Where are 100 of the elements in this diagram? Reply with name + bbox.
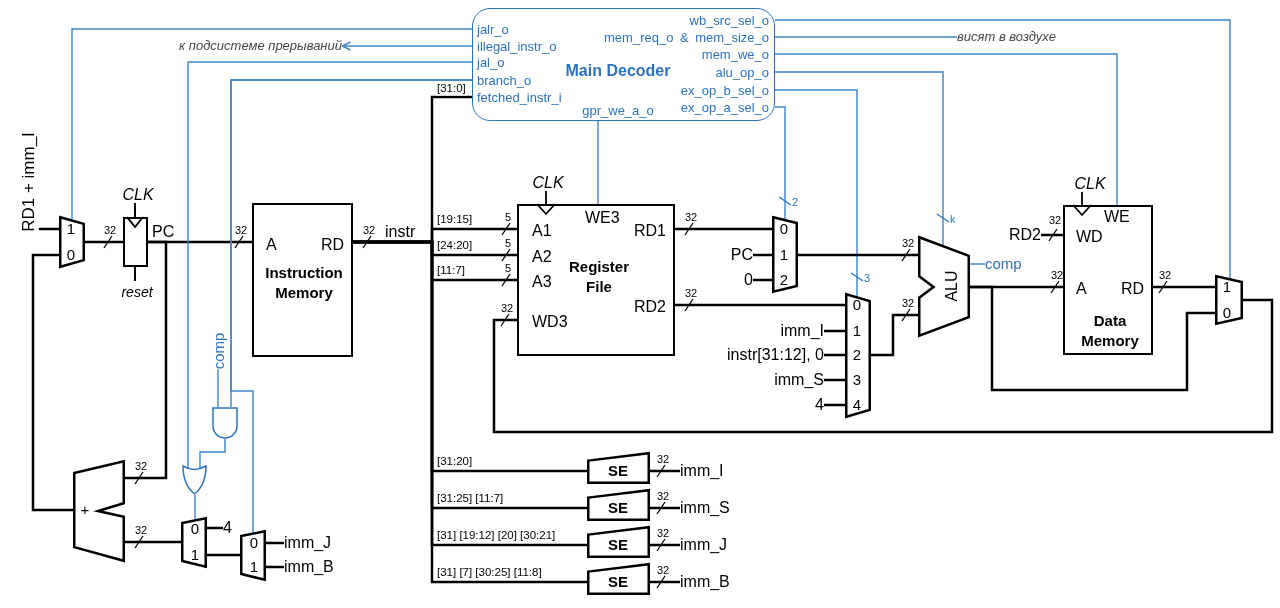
sign-extend-block — [587, 526, 650, 558]
port-label: WE3 — [585, 208, 620, 228]
plus-sign: + — [80, 501, 90, 519]
port-label: ex_op_a_sel_o — [680, 100, 769, 116]
wire — [597, 120, 599, 205]
block-title: SE — [608, 499, 628, 517]
bit-range-label: [31] [7] [30:25] [11:8] — [436, 566, 543, 580]
input-index: 0 — [66, 246, 76, 264]
wire — [85, 240, 123, 244]
port-label: WE — [1104, 207, 1130, 227]
wire — [125, 540, 181, 544]
wire — [217, 368, 219, 408]
clock-label: CLK — [122, 185, 154, 205]
bus-width-label: 32 — [500, 302, 514, 314]
signal-label: reset — [121, 283, 153, 301]
wire — [753, 278, 772, 282]
input-index: 1 — [66, 220, 76, 238]
bus-width-label: 32 — [134, 524, 148, 536]
wire — [650, 506, 680, 510]
port-label: branch_o — [477, 73, 532, 89]
input-index: 0 — [779, 220, 789, 238]
wire — [650, 469, 680, 473]
wire — [1153, 285, 1215, 289]
wire — [774, 36, 958, 38]
block-title: ALU — [942, 270, 961, 302]
port-label: A3 — [532, 272, 552, 292]
input-index: 3 — [852, 371, 862, 389]
bus-width-label: 32 — [1158, 269, 1172, 281]
bus-width-label: 32 — [684, 287, 698, 299]
signal-label: imm_J — [284, 533, 332, 553]
bus-width-label: 5 — [504, 237, 512, 249]
signal-label: imm_J — [680, 535, 728, 555]
input-index: 4 — [852, 396, 862, 414]
signal-label: comp — [985, 255, 1022, 273]
port-label: RD — [320, 235, 344, 255]
input-index: 1 — [249, 558, 259, 576]
bus-width-label: 32 — [656, 527, 670, 539]
bus-width-label: 32 — [901, 297, 915, 309]
arrow — [341, 41, 473, 51]
wire — [675, 303, 845, 307]
port-label: WD3 — [532, 312, 568, 332]
note-text: к подсистеме прерываний — [179, 38, 342, 54]
input-index: 0 — [249, 534, 259, 552]
clock-label: CLK — [1074, 174, 1106, 194]
wire — [125, 240, 168, 480]
wire — [824, 353, 845, 357]
bit-range-label: [31:25] [11:7] — [436, 492, 505, 506]
bus-width-label: 5 — [504, 262, 512, 274]
signal-label: imm_B — [680, 572, 730, 592]
wire — [675, 227, 772, 231]
block-title: Main Decoder — [565, 61, 671, 81]
bus-width-label: 5 — [504, 211, 512, 223]
input-index: 1 — [190, 546, 200, 564]
bit-range-label: [19:15] — [436, 213, 474, 227]
wire — [970, 285, 1215, 392]
wire — [650, 543, 680, 547]
multiplexer — [845, 293, 871, 418]
wire — [969, 263, 986, 265]
bus-width-label: 32 — [656, 453, 670, 465]
wire — [199, 438, 226, 470]
wire — [774, 53, 1118, 206]
input-index: 1 — [852, 322, 862, 340]
bus-width-label: 32 — [1048, 214, 1062, 226]
input-index: 1 — [1222, 278, 1232, 296]
port-label: A — [266, 235, 277, 255]
block-title: SE — [608, 462, 628, 480]
bus-width-label: 32 — [1050, 269, 1064, 281]
port-label: ex_op_b_sel_o — [680, 83, 769, 99]
bus-width-label: 32 — [656, 564, 670, 576]
wire — [38, 227, 59, 231]
signal-label: imm_S — [680, 498, 730, 518]
wire — [194, 494, 196, 520]
port-label: RD1 — [634, 221, 666, 241]
port-label: alu_op_o — [715, 65, 769, 81]
signal-label: imm_B — [284, 557, 334, 577]
bus-width-label: 32 — [103, 224, 117, 236]
multiplexer — [181, 517, 207, 568]
wire — [774, 71, 944, 246]
port-label: jalr_o — [477, 22, 509, 38]
signal-label: RD1 + imm_I — [19, 132, 39, 232]
port-label: WD — [1076, 227, 1103, 247]
note-text: висят в воздухе — [957, 29, 1056, 45]
alu-block — [918, 236, 970, 337]
input-index: 2 — [779, 271, 789, 289]
bus-width-label: 2 — [792, 196, 799, 208]
block-title: Register File — [569, 257, 629, 297]
bit-range-label: [24:20] — [436, 239, 474, 253]
wire — [230, 79, 473, 534]
input-index: 0 — [1222, 304, 1232, 322]
port-label: A — [1076, 279, 1087, 299]
signal-label: instr — [385, 222, 416, 242]
port-label: mem_req_o & mem_size_o — [604, 30, 769, 46]
signal-label: instr[31:12], 0 — [727, 345, 824, 365]
sign-extend-block — [587, 489, 650, 521]
wire — [774, 89, 858, 298]
port-label: jal_o — [477, 55, 505, 71]
input-index: 2 — [852, 346, 862, 364]
adder-block — [73, 460, 125, 562]
port-label: gpr_we_a_o — [582, 103, 654, 119]
port-label: mem_we_o — [701, 47, 769, 63]
